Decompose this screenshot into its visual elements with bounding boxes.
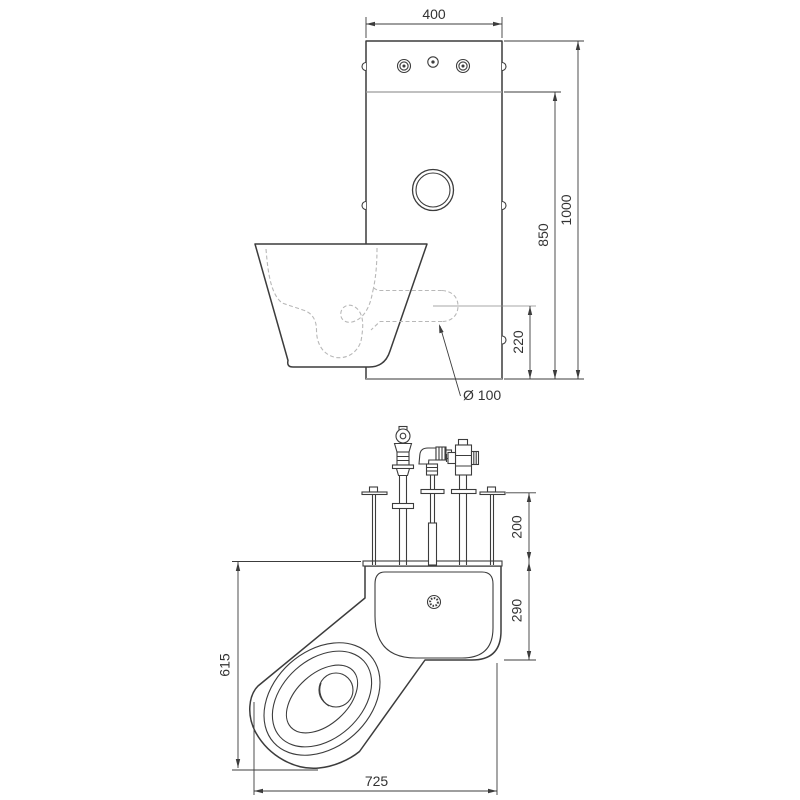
dimension-upper-height: 850 (504, 91, 561, 379)
hidden-outlet-top (373, 287, 442, 292)
flush-valve (391, 425, 415, 565)
notch-right-top (501, 61, 507, 72)
angle-valve (445, 438, 480, 565)
inspection-opening (411, 168, 455, 212)
basin-drain-strainer (426, 594, 442, 610)
hidden-trap-outline (265, 247, 459, 359)
fixing-stud-right (479, 486, 506, 565)
panel-fixing-notches (361, 61, 507, 345)
dim-text-220: 220 (510, 330, 526, 354)
tap-hole-left (396, 58, 412, 74)
dim-text-290: 290 (509, 599, 525, 623)
dimension-basin-depth: 290 (504, 561, 536, 661)
toilet-outlet-plan (318, 672, 354, 708)
toilet-bowl-plan-rim (263, 642, 381, 756)
tap-hole-center (427, 56, 439, 68)
label-outlet-diameter: Ø 100 (463, 387, 501, 403)
hidden-back-wall (372, 247, 378, 289)
unit-outline-plan (249, 565, 502, 769)
front-elevation-view: 400 1000 850 220 Ø 100 (254, 6, 584, 403)
hidden-siphon-loop (340, 287, 375, 342)
dimension-total-depth: 615 (217, 561, 361, 771)
hidden-outlet-cap (441, 289, 459, 323)
dim-text-615: 615 (217, 653, 233, 677)
panel-tap-holes (396, 56, 471, 74)
bowl-waterline (285, 664, 359, 734)
bowl-rim-outer (263, 642, 381, 756)
dimension-panel-width: 400 (365, 6, 503, 38)
spout-tap (418, 446, 453, 566)
tap-hole-right (455, 58, 471, 74)
dim-text-725: 725 (365, 773, 389, 789)
dim-text-200: 200 (509, 515, 525, 539)
outlet-diameter-callout: Ø 100 (439, 324, 501, 403)
dimension-outlet-height: 220 (433, 305, 536, 379)
dimension-total-width: 725 (253, 663, 498, 795)
plan-view: 200 290 615 725 (217, 425, 536, 795)
notch-left-top (361, 61, 367, 72)
notch-right-mid (501, 200, 507, 211)
hidden-outlet-bottom (370, 320, 442, 331)
dim-text-400: 400 (422, 6, 446, 22)
tap-spout-elbow (418, 447, 437, 465)
hidden-bowl-profile (265, 248, 362, 359)
dimension-total-height: 1000 (504, 40, 584, 380)
bowl-rim-inner (271, 650, 373, 748)
notch-right-low (501, 335, 507, 345)
basin-inner-bowl (374, 571, 494, 659)
dimension-fittings-height: 200 (506, 492, 536, 561)
fixing-stud-left (361, 486, 388, 565)
flush-valve-handwheel (395, 428, 411, 444)
fittings-group (361, 425, 506, 566)
notch-left-mid (361, 200, 367, 211)
toilet-bowl-side-view (254, 243, 428, 368)
dim-text-850: 850 (535, 223, 551, 247)
dim-text-1000: 1000 (558, 194, 574, 225)
